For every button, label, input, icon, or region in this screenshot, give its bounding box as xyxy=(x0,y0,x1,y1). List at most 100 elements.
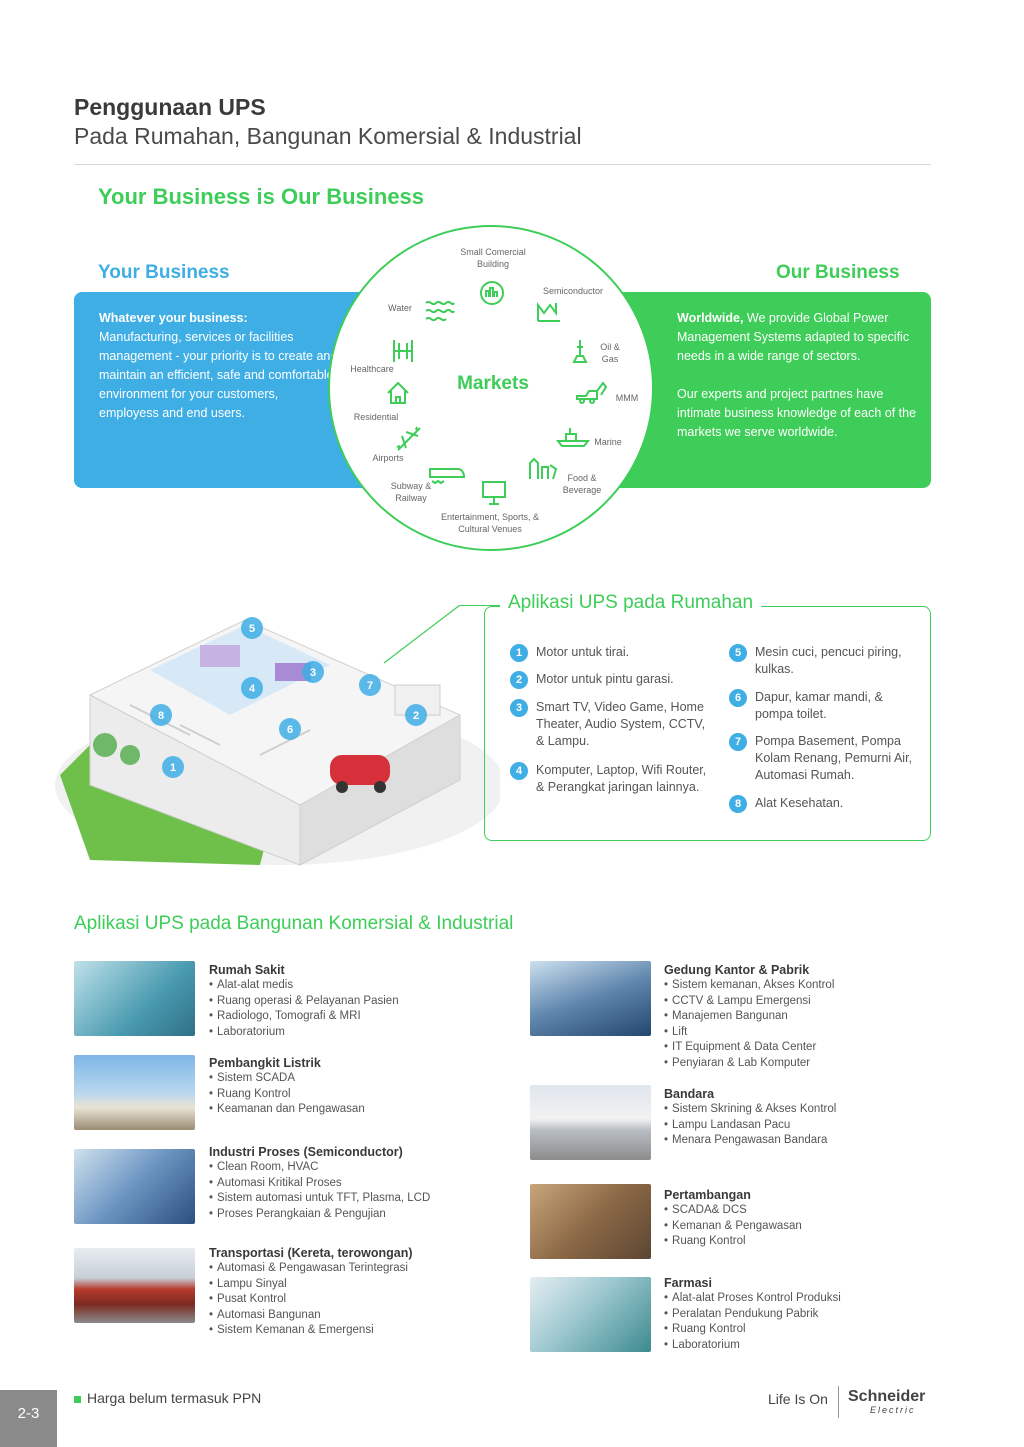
office-building-photo xyxy=(530,961,651,1036)
item-number: 8 xyxy=(729,795,747,813)
item-text: Mesin cuci, pencuci piring, kulkas. xyxy=(755,645,902,676)
item-text: Motor untuk pintu garasi. xyxy=(536,672,674,686)
card-title: Gedung Kantor & Pabrik xyxy=(664,963,810,977)
house-icon xyxy=(387,381,409,404)
house-marker-7: 7 xyxy=(367,680,373,692)
item-text: Pompa Basement, Pompa Kolam Renang, Pemu… xyxy=(755,734,913,782)
item-number: 3 xyxy=(510,699,528,717)
market-residential: Residential xyxy=(353,412,399,422)
list-item: Manajemen Bangunan xyxy=(664,1009,924,1025)
list-item: Automasi Kritikal Proses xyxy=(209,1176,499,1192)
your-business-text: Whatever your business: Manufacturing, s… xyxy=(99,309,339,423)
list-item: Ruang Kontrol xyxy=(664,1234,924,1250)
header-divider xyxy=(74,164,931,165)
house-illustration: 1 2 3 4 5 6 7 8 xyxy=(55,605,500,866)
page-title: Penggunaan UPS xyxy=(74,94,266,120)
list-item: Sistem Skrining & Akses Kontrol xyxy=(664,1102,924,1118)
list-item: Alat-alat medis xyxy=(209,978,499,994)
semiconductor-icon xyxy=(537,302,560,322)
item-text: Smart TV, Video Game, Home Theater, Audi… xyxy=(536,700,706,748)
list-item: Automasi & Pengawasan Terintegrasi xyxy=(209,1261,499,1277)
list-item: Lampu Sinyal xyxy=(209,1277,499,1293)
list-item: Pusat Kontrol xyxy=(209,1292,499,1308)
market-semiconductor: Semiconductor xyxy=(542,286,604,296)
card-title: Industri Proses (Semiconductor) xyxy=(209,1145,403,1159)
airplane-photo xyxy=(530,1085,651,1160)
list-item: Proses Perangkaian & Pengujian xyxy=(209,1207,499,1223)
market-water: Water xyxy=(388,303,412,313)
market-subway-railway: Subway & Railway xyxy=(390,481,432,503)
market-entertainment: Entertainment, Sports, & Cultural Venues xyxy=(440,512,540,534)
item-number: 6 xyxy=(729,689,747,707)
food-beverage-icon xyxy=(529,457,558,480)
komersial-title: Aplikasi UPS pada Bangunan Komersial & I… xyxy=(74,913,514,934)
card-title: Bandara xyxy=(664,1087,715,1101)
list-item: Keamanan dan Pengawasan xyxy=(209,1102,499,1118)
list-item: Ruang operasi & Pelayanan Pasien xyxy=(209,994,499,1010)
card-list: Clean Room, HVAC Automasi Kritikal Prose… xyxy=(209,1160,499,1222)
list-item: Laboratorium xyxy=(664,1338,924,1354)
card-list: Sistem kemanan, Akses Kontrol CCTV & Lam… xyxy=(664,978,924,1071)
item-number: 1 xyxy=(510,644,528,662)
card-list: Sistem Skrining & Akses Kontrol Lampu La… xyxy=(664,1102,924,1149)
card-title: Pembangkit Listrik xyxy=(209,1056,321,1070)
list-item: Sistem kemanan, Akses Kontrol xyxy=(664,978,924,994)
rumahan-item-6: 6 Dapur, kamar mandi, & pompa toilet. xyxy=(729,689,924,723)
list-item: Laboratorium xyxy=(209,1025,499,1041)
card-list: Sistem SCADA Ruang Kontrol Keamanan dan … xyxy=(209,1071,499,1118)
list-item: Clean Room, HVAC xyxy=(209,1160,499,1176)
water-icon xyxy=(425,300,455,322)
page-number: 2-3 xyxy=(0,1390,57,1447)
schneider-logo-sub: Electric xyxy=(870,1405,916,1415)
house-marker-2: 2 xyxy=(413,710,419,722)
bullet-square-icon xyxy=(74,1395,81,1403)
your-business-label: Your Business xyxy=(98,262,230,283)
mining-truck-icon xyxy=(576,381,608,404)
mining-photo xyxy=(530,1184,651,1259)
list-item: Sistem Kemanan & Emergensi xyxy=(209,1323,499,1339)
markets-title: Markets xyxy=(457,373,529,394)
list-item: Automasi Bangunan xyxy=(209,1308,499,1324)
item-number: 4 xyxy=(510,762,528,780)
card-list: Alat-alat Proses Kontrol Produksi Perala… xyxy=(664,1291,924,1353)
card-title: Rumah Sakit xyxy=(209,963,285,977)
item-text: Alat Kesehatan. xyxy=(755,796,844,810)
card-list: Automasi & Pengawasan Terintegrasi Lampu… xyxy=(209,1261,499,1339)
card-rumah-sakit: Rumah Sakit Alat-alat medis Ruang operas… xyxy=(209,962,499,1040)
list-item: Lift xyxy=(664,1025,924,1041)
house-marker-1: 1 xyxy=(170,762,176,774)
monitor-icon xyxy=(482,481,506,505)
list-item: Alat-alat Proses Kontrol Produksi xyxy=(664,1291,924,1307)
house-marker-5: 5 xyxy=(249,623,255,635)
business-heading: Your Business is Our Business xyxy=(98,184,425,209)
market-healthcare: Healthcare xyxy=(350,364,394,374)
price-note-text: Harga belum termasuk PPN xyxy=(87,1390,262,1406)
card-title: Transportasi (Kereta, terowongan) xyxy=(209,1246,413,1260)
list-item: Radiologo, Tomografi & MRI xyxy=(209,1009,499,1025)
list-item: IT Equipment & Data Center xyxy=(664,1040,924,1056)
list-item: Ruang Kontrol xyxy=(209,1087,499,1103)
item-text: Motor untuk tirai. xyxy=(536,645,630,659)
card-pembangkit-listrik: Pembangkit Listrik Sistem SCADA Ruang Ko… xyxy=(209,1055,499,1118)
card-farmasi: Farmasi Alat-alat Proses Kontrol Produks… xyxy=(664,1275,924,1353)
house-marker-3: 3 xyxy=(310,667,316,679)
house-marker-6: 6 xyxy=(287,724,293,736)
card-transportasi: Transportasi (Kereta, terowongan) Automa… xyxy=(209,1245,499,1339)
train-icon xyxy=(429,468,466,485)
list-item: CCTV & Lampu Emergensi xyxy=(664,994,924,1010)
hospital-photo xyxy=(74,961,195,1036)
item-number: 5 xyxy=(729,644,747,662)
rumahan-item-4: 4 Komputer, Laptop, Wifi Router, & Peran… xyxy=(510,762,715,796)
rumahan-item-7: 7 Pompa Basement, Pompa Kolam Renang, Pe… xyxy=(729,733,924,784)
our-business-body-2: Our experts and project partnes have int… xyxy=(677,387,917,439)
rumahan-item-2: 2 Motor untuk pintu garasi. xyxy=(510,671,715,689)
your-business-bold: Whatever your business: xyxy=(99,311,248,325)
our-business-bold: Worldwide, xyxy=(677,311,744,325)
market-mmm: MMM xyxy=(615,393,639,403)
hospital-icon xyxy=(393,340,413,362)
list-item: Menara Pengawasan Bandara xyxy=(664,1133,924,1149)
item-text: Dapur, kamar mandi, & pompa toilet. xyxy=(755,690,883,721)
rumahan-item-8: 8 Alat Kesehatan. xyxy=(729,795,924,813)
train-photo xyxy=(74,1248,195,1323)
market-small-commercial: Small Comercial Building xyxy=(460,247,526,269)
